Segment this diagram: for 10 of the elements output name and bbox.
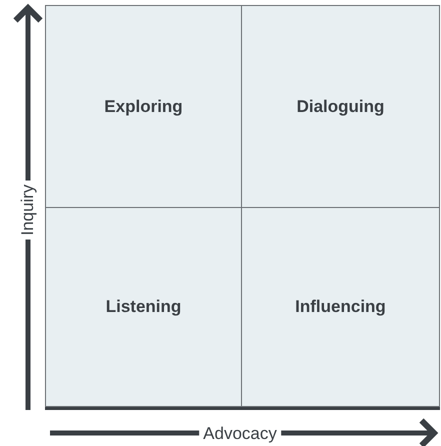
quadrant-label: Dialoguing <box>296 96 384 116</box>
quadrant-box <box>241 5 440 208</box>
axis-label: Advocacy <box>199 424 281 444</box>
quadrant-label: Influencing <box>295 297 386 317</box>
quadrant-box <box>45 5 242 208</box>
axis-label: Inquiry <box>18 180 38 240</box>
quadrant-box <box>45 207 242 407</box>
quadrant-label: Listening <box>106 297 182 317</box>
quadrant-label: Exploring <box>104 96 183 116</box>
quadrant-box <box>241 207 440 407</box>
